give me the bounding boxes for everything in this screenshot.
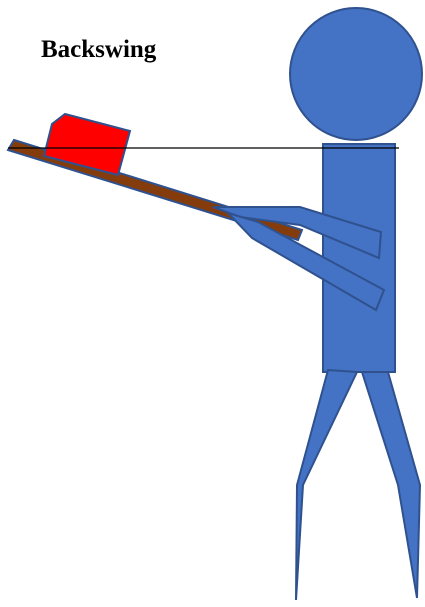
figure-right-leg [362, 372, 420, 598]
figure-head [290, 8, 422, 140]
figure-torso [323, 144, 395, 372]
figure-left-leg [296, 370, 357, 600]
